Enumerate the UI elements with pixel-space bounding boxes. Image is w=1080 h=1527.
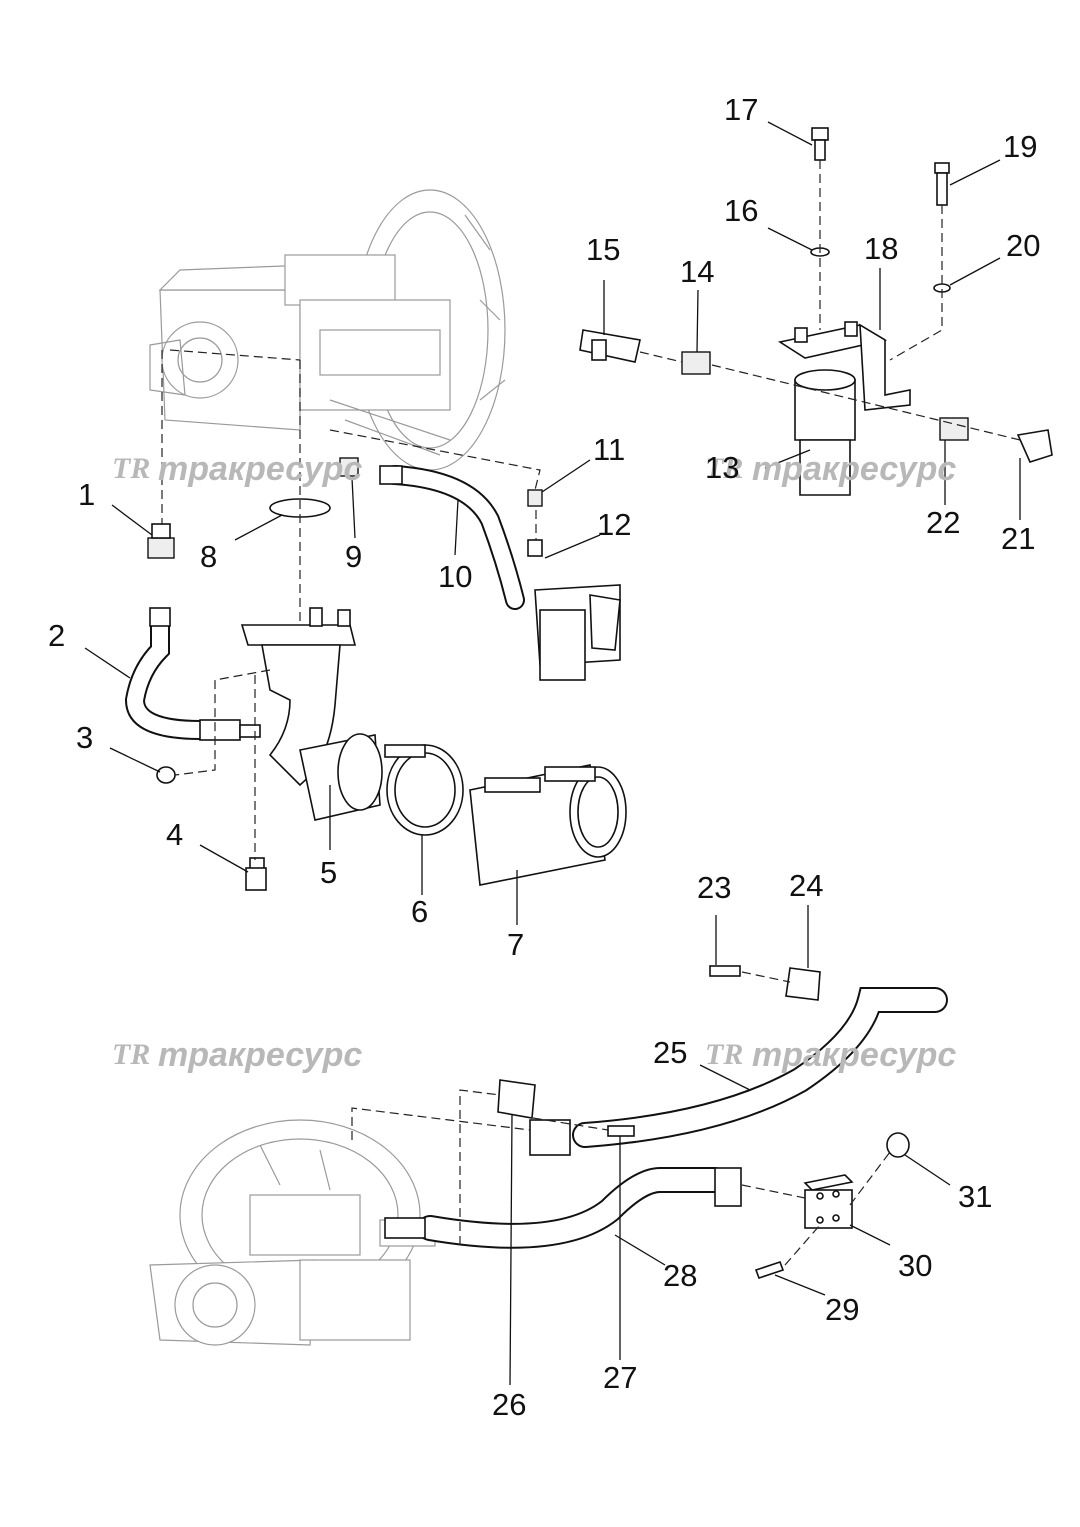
callout-26: 26 (492, 1387, 526, 1422)
part-21-elbow (1016, 429, 1053, 463)
callout-13: 13 (705, 450, 739, 485)
callout-10: 10 (438, 559, 472, 594)
watermark-logo: TR (705, 452, 743, 485)
callout-29: 29 (825, 1292, 859, 1327)
watermark-mid-left: TR тракресурс (112, 1036, 362, 1074)
callout-14: 14 (680, 254, 714, 289)
callout-1: 1 (78, 477, 95, 512)
part-15-tee (579, 329, 641, 363)
callout-30: 30 (898, 1248, 932, 1283)
callout-20: 20 (1006, 228, 1040, 263)
part-18-bracket (777, 321, 911, 411)
part-30-block (803, 1174, 854, 1229)
part-27-bolt (607, 1125, 635, 1137)
lower-pump-assembly (149, 1119, 436, 1346)
watermark-text: тракресурс (752, 450, 956, 488)
callout-11: 11 (593, 432, 625, 467)
part-17-bolt (811, 127, 829, 161)
callout-28: 28 (663, 1258, 697, 1293)
callout-27: 27 (603, 1360, 637, 1395)
part-26-flange-half (497, 1079, 536, 1119)
part-23-bolt (709, 965, 741, 977)
callout-labels: 1 2 3 4 5 6 7 8 9 10 11 12 13 14 15 16 1… (48, 92, 1040, 1422)
callout-12: 12 (597, 507, 631, 542)
part-1-adapter (147, 523, 175, 559)
part-28-hose (384, 1167, 742, 1249)
callout-6: 6 (411, 894, 428, 929)
leader-lines (84, 121, 1021, 1386)
callout-23: 23 (697, 870, 731, 905)
callout-22: 22 (926, 505, 960, 540)
dashed-assembly-lines (161, 160, 1021, 1266)
part-6-clamp (384, 744, 464, 836)
watermark-top-left: TR тракресурс (112, 450, 362, 488)
callout-2: 2 (48, 618, 65, 653)
callout-8: 8 (200, 539, 217, 574)
watermark-text: тракресурс (158, 450, 362, 488)
part-5-sleeve (299, 733, 383, 821)
callout-18: 18 (864, 231, 898, 266)
watermark-logo: TR (705, 1038, 743, 1071)
part-7-hose-section (469, 764, 627, 886)
part-24-flange-half (785, 967, 821, 1001)
watermark-logo: TR (112, 452, 150, 485)
callout-25: 25 (653, 1035, 687, 1070)
callout-4: 4 (166, 817, 183, 852)
part-25-hose (529, 987, 948, 1156)
callout-24: 24 (789, 868, 823, 903)
watermark-logo: TR (112, 1038, 150, 1071)
watermark-text: тракресурс (752, 1036, 956, 1074)
part-29-bolt (754, 1260, 785, 1280)
part-3-plug (156, 766, 176, 784)
part-11-nipple (527, 489, 543, 507)
callout-3: 3 (76, 720, 93, 755)
watermark-mid-right: TR тракресурс (705, 1036, 956, 1074)
part-22-adapter (939, 417, 969, 441)
callout-19: 19 (1003, 129, 1037, 164)
part-19-bolt (934, 162, 950, 206)
part-31-o-ring (886, 1132, 910, 1158)
part-9-fitting (339, 457, 359, 477)
part-10-hose (379, 465, 525, 610)
part-12-filter-bracket (527, 539, 621, 681)
callout-5: 5 (320, 855, 337, 890)
part-13-filter (794, 369, 856, 496)
callout-15: 15 (586, 232, 620, 267)
watermark-text: тракресурс (158, 1036, 362, 1074)
upper-pump-assembly (149, 189, 506, 471)
part-4-bolt (245, 857, 267, 891)
callout-16: 16 (724, 193, 758, 228)
part-2-hose (124, 607, 261, 741)
callout-31: 31 (958, 1179, 992, 1214)
callout-21: 21 (1001, 521, 1035, 556)
callout-9: 9 (345, 539, 362, 574)
part-14-adapter (681, 351, 711, 375)
watermark-top-right: TR тракресурс (705, 450, 956, 488)
callout-17: 17 (724, 92, 758, 127)
callout-7: 7 (507, 927, 524, 962)
